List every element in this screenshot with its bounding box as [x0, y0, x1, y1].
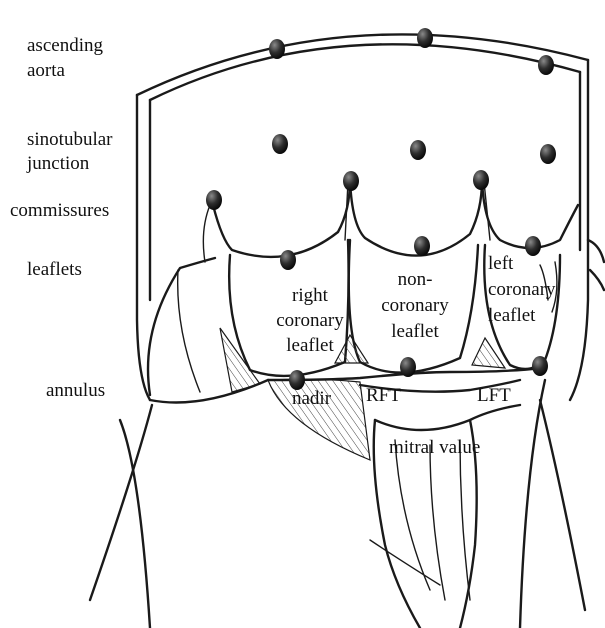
label-right-coronary-leaflet-line3: leaflet — [255, 334, 365, 357]
label-non-coronary-leaflet-line1: non- — [360, 268, 470, 291]
marker-dot — [473, 170, 489, 190]
left-sinus-bulge — [148, 258, 215, 395]
marker-dot — [417, 28, 433, 48]
label-left-coronary-leaflet-line2: coronary — [488, 278, 556, 301]
label-right-coronary-leaflet-line2: coronary — [255, 309, 365, 332]
marker-dot — [532, 356, 548, 376]
label-sinotubular-junction-line1: sinotubular — [27, 128, 113, 151]
aorta-top-rim — [137, 34, 588, 100]
marker-dot — [206, 190, 222, 210]
label-commissures: commissures — [10, 199, 109, 222]
aorta-walls — [137, 60, 604, 400]
label-non-coronary-leaflet-line2: coronary — [360, 294, 470, 317]
label-mitral-value: mitral value — [389, 436, 480, 459]
marker-dot — [414, 236, 430, 256]
label-sinotubular-junction-line2: junction — [27, 152, 89, 175]
label-left-coronary-leaflet-line1: left — [488, 252, 513, 275]
marker-dot — [400, 357, 416, 377]
marker-dot — [540, 144, 556, 164]
label-nadir: nadir — [292, 387, 331, 410]
marker-dot — [272, 134, 288, 154]
label-annulus: annulus — [46, 379, 105, 402]
label-left-coronary-leaflet-line3: leaflet — [488, 304, 535, 327]
marker-dot — [343, 171, 359, 191]
label-lft: LFT — [477, 384, 511, 407]
marker-dot — [525, 236, 541, 256]
label-ascending-aorta-line2: aorta — [27, 59, 65, 82]
label-leaflets: leaflets — [27, 258, 82, 281]
marker-dot — [410, 140, 426, 160]
label-rft: RFT — [366, 384, 401, 407]
marker-dot — [538, 55, 554, 75]
label-non-coronary-leaflet-line3: leaflet — [360, 320, 470, 343]
marker-dot — [280, 250, 296, 270]
label-ascending-aorta-line1: ascending — [27, 34, 103, 57]
label-right-coronary-leaflet-line1: right — [255, 284, 365, 307]
marker-dot — [269, 39, 285, 59]
